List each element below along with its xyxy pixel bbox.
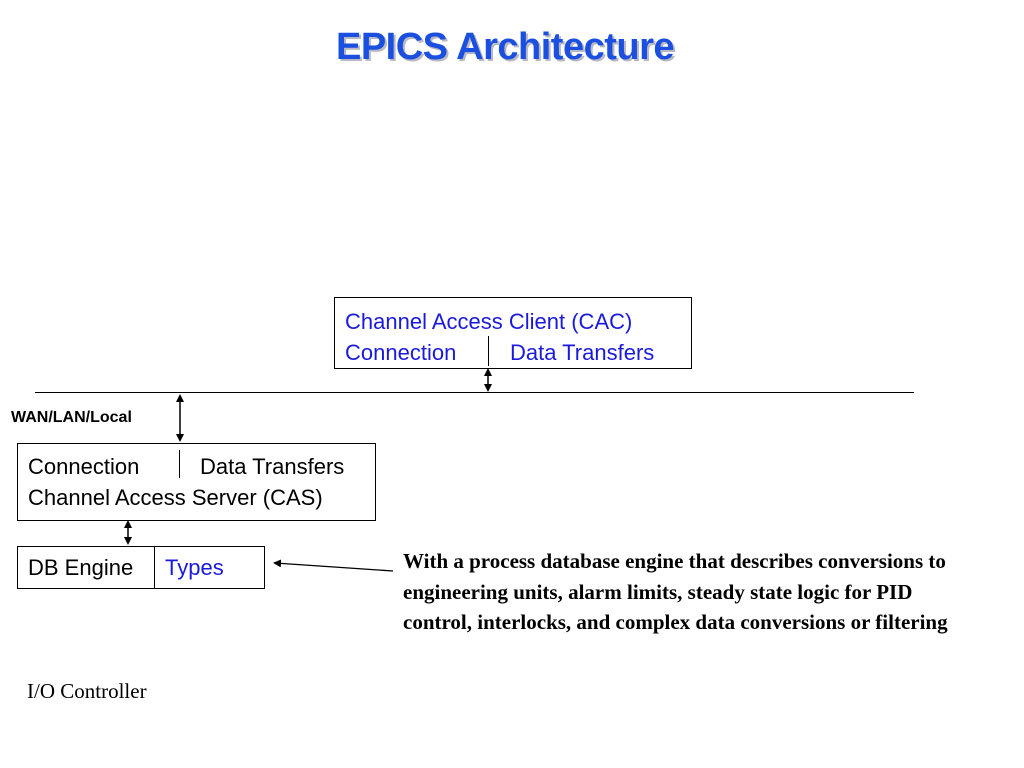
channel-access-server-box: Connection Data Transfers Channel Access… (17, 443, 376, 521)
network-line (35, 392, 914, 393)
network-label: WAN/LAN/Local (11, 409, 132, 426)
description-pointer-arrow (273, 559, 394, 572)
cac-connection-label: Connection (345, 340, 457, 365)
cas-connection-label: Connection (28, 454, 140, 479)
channel-access-client-box: Channel Access Client (CAC) Connection D… (334, 297, 692, 369)
cas-title: Channel Access Server (CAS) (28, 485, 323, 510)
db-divider (154, 547, 155, 588)
cac-divider (488, 336, 489, 366)
cas-data-transfers-label: Data Transfers (200, 454, 345, 479)
slide-title: EPICS Architecture (335, 26, 675, 68)
types-label: Types (165, 555, 224, 580)
cac-data-transfers-label: Data Transfers (510, 340, 655, 365)
cac-title: Channel Access Client (CAC) (345, 309, 633, 334)
io-controller-label: I/O Controller (27, 679, 147, 703)
db-engine-label: DB Engine (28, 555, 134, 580)
db-engine-description: With a process database engine that desc… (403, 549, 948, 634)
cas-divider (179, 450, 180, 478)
db-engine-box: DB Engine Types (17, 546, 265, 589)
